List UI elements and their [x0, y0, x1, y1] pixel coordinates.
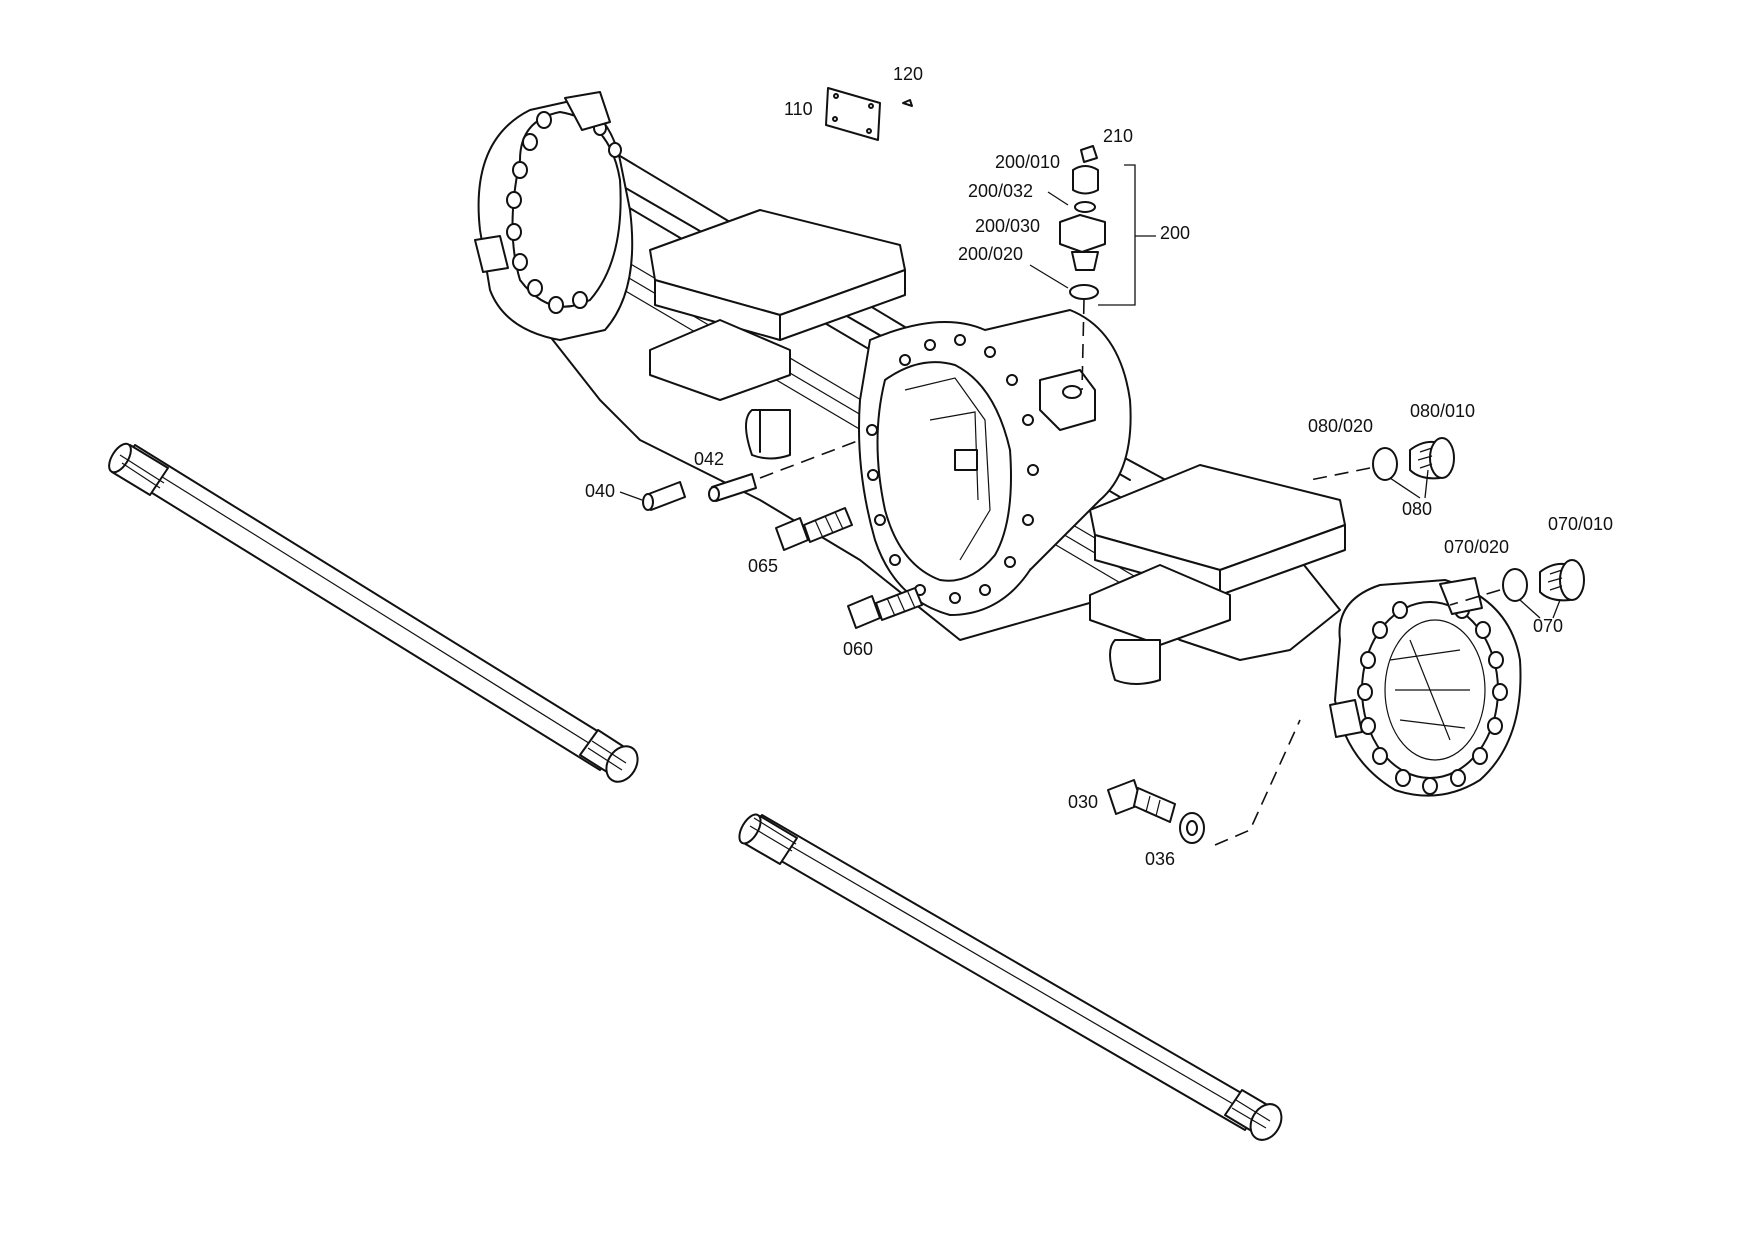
part-030-bolt	[1107, 779, 1176, 823]
part-042-pin	[708, 473, 757, 502]
left-spring-pad	[649, 209, 906, 460]
part-200-breather-assembly	[1059, 145, 1156, 391]
label-120: 120	[893, 64, 923, 84]
label-042: 042	[694, 449, 724, 469]
center-differential-housing	[858, 309, 1132, 616]
label-040: 040	[585, 481, 615, 501]
label-070-010: 070/010	[1548, 514, 1613, 534]
label-200-030: 200/030	[975, 216, 1040, 236]
label-080: 080	[1402, 499, 1432, 519]
labels: 110 120 210 200/010 200/032 200/030 200/…	[585, 64, 1613, 869]
label-200-020: 200/020	[958, 244, 1023, 264]
axle-shaft-upper	[108, 442, 639, 783]
label-200: 200	[1160, 223, 1190, 243]
label-070-020: 070/020	[1444, 537, 1509, 557]
label-060: 060	[843, 639, 873, 659]
axle-housing	[474, 91, 1522, 797]
label-200-032: 200/032	[968, 181, 1033, 201]
part-120-rivet	[902, 99, 913, 107]
label-210: 210	[1103, 126, 1133, 146]
left-hub-flange	[474, 91, 634, 341]
part-060-bolt	[847, 587, 923, 629]
part-036-washer	[1179, 812, 1205, 844]
part-080-plug	[1309, 437, 1455, 481]
label-065: 065	[748, 556, 778, 576]
part-110-plate	[825, 87, 881, 141]
part-070-plug	[1449, 559, 1585, 606]
axle-shaft-lower	[738, 813, 1283, 1141]
label-030: 030	[1068, 792, 1098, 812]
label-070: 070	[1533, 616, 1563, 636]
label-080-020: 080/020	[1308, 416, 1373, 436]
label-200-010: 200/010	[995, 152, 1060, 172]
label-080-010: 080/010	[1410, 401, 1475, 421]
label-036: 036	[1145, 849, 1175, 869]
part-065-bolt	[775, 507, 853, 551]
right-spring-pad	[1089, 464, 1346, 685]
label-110: 110	[784, 99, 813, 119]
right-hub-flange	[1329, 577, 1522, 797]
part-040-pin	[642, 481, 686, 511]
